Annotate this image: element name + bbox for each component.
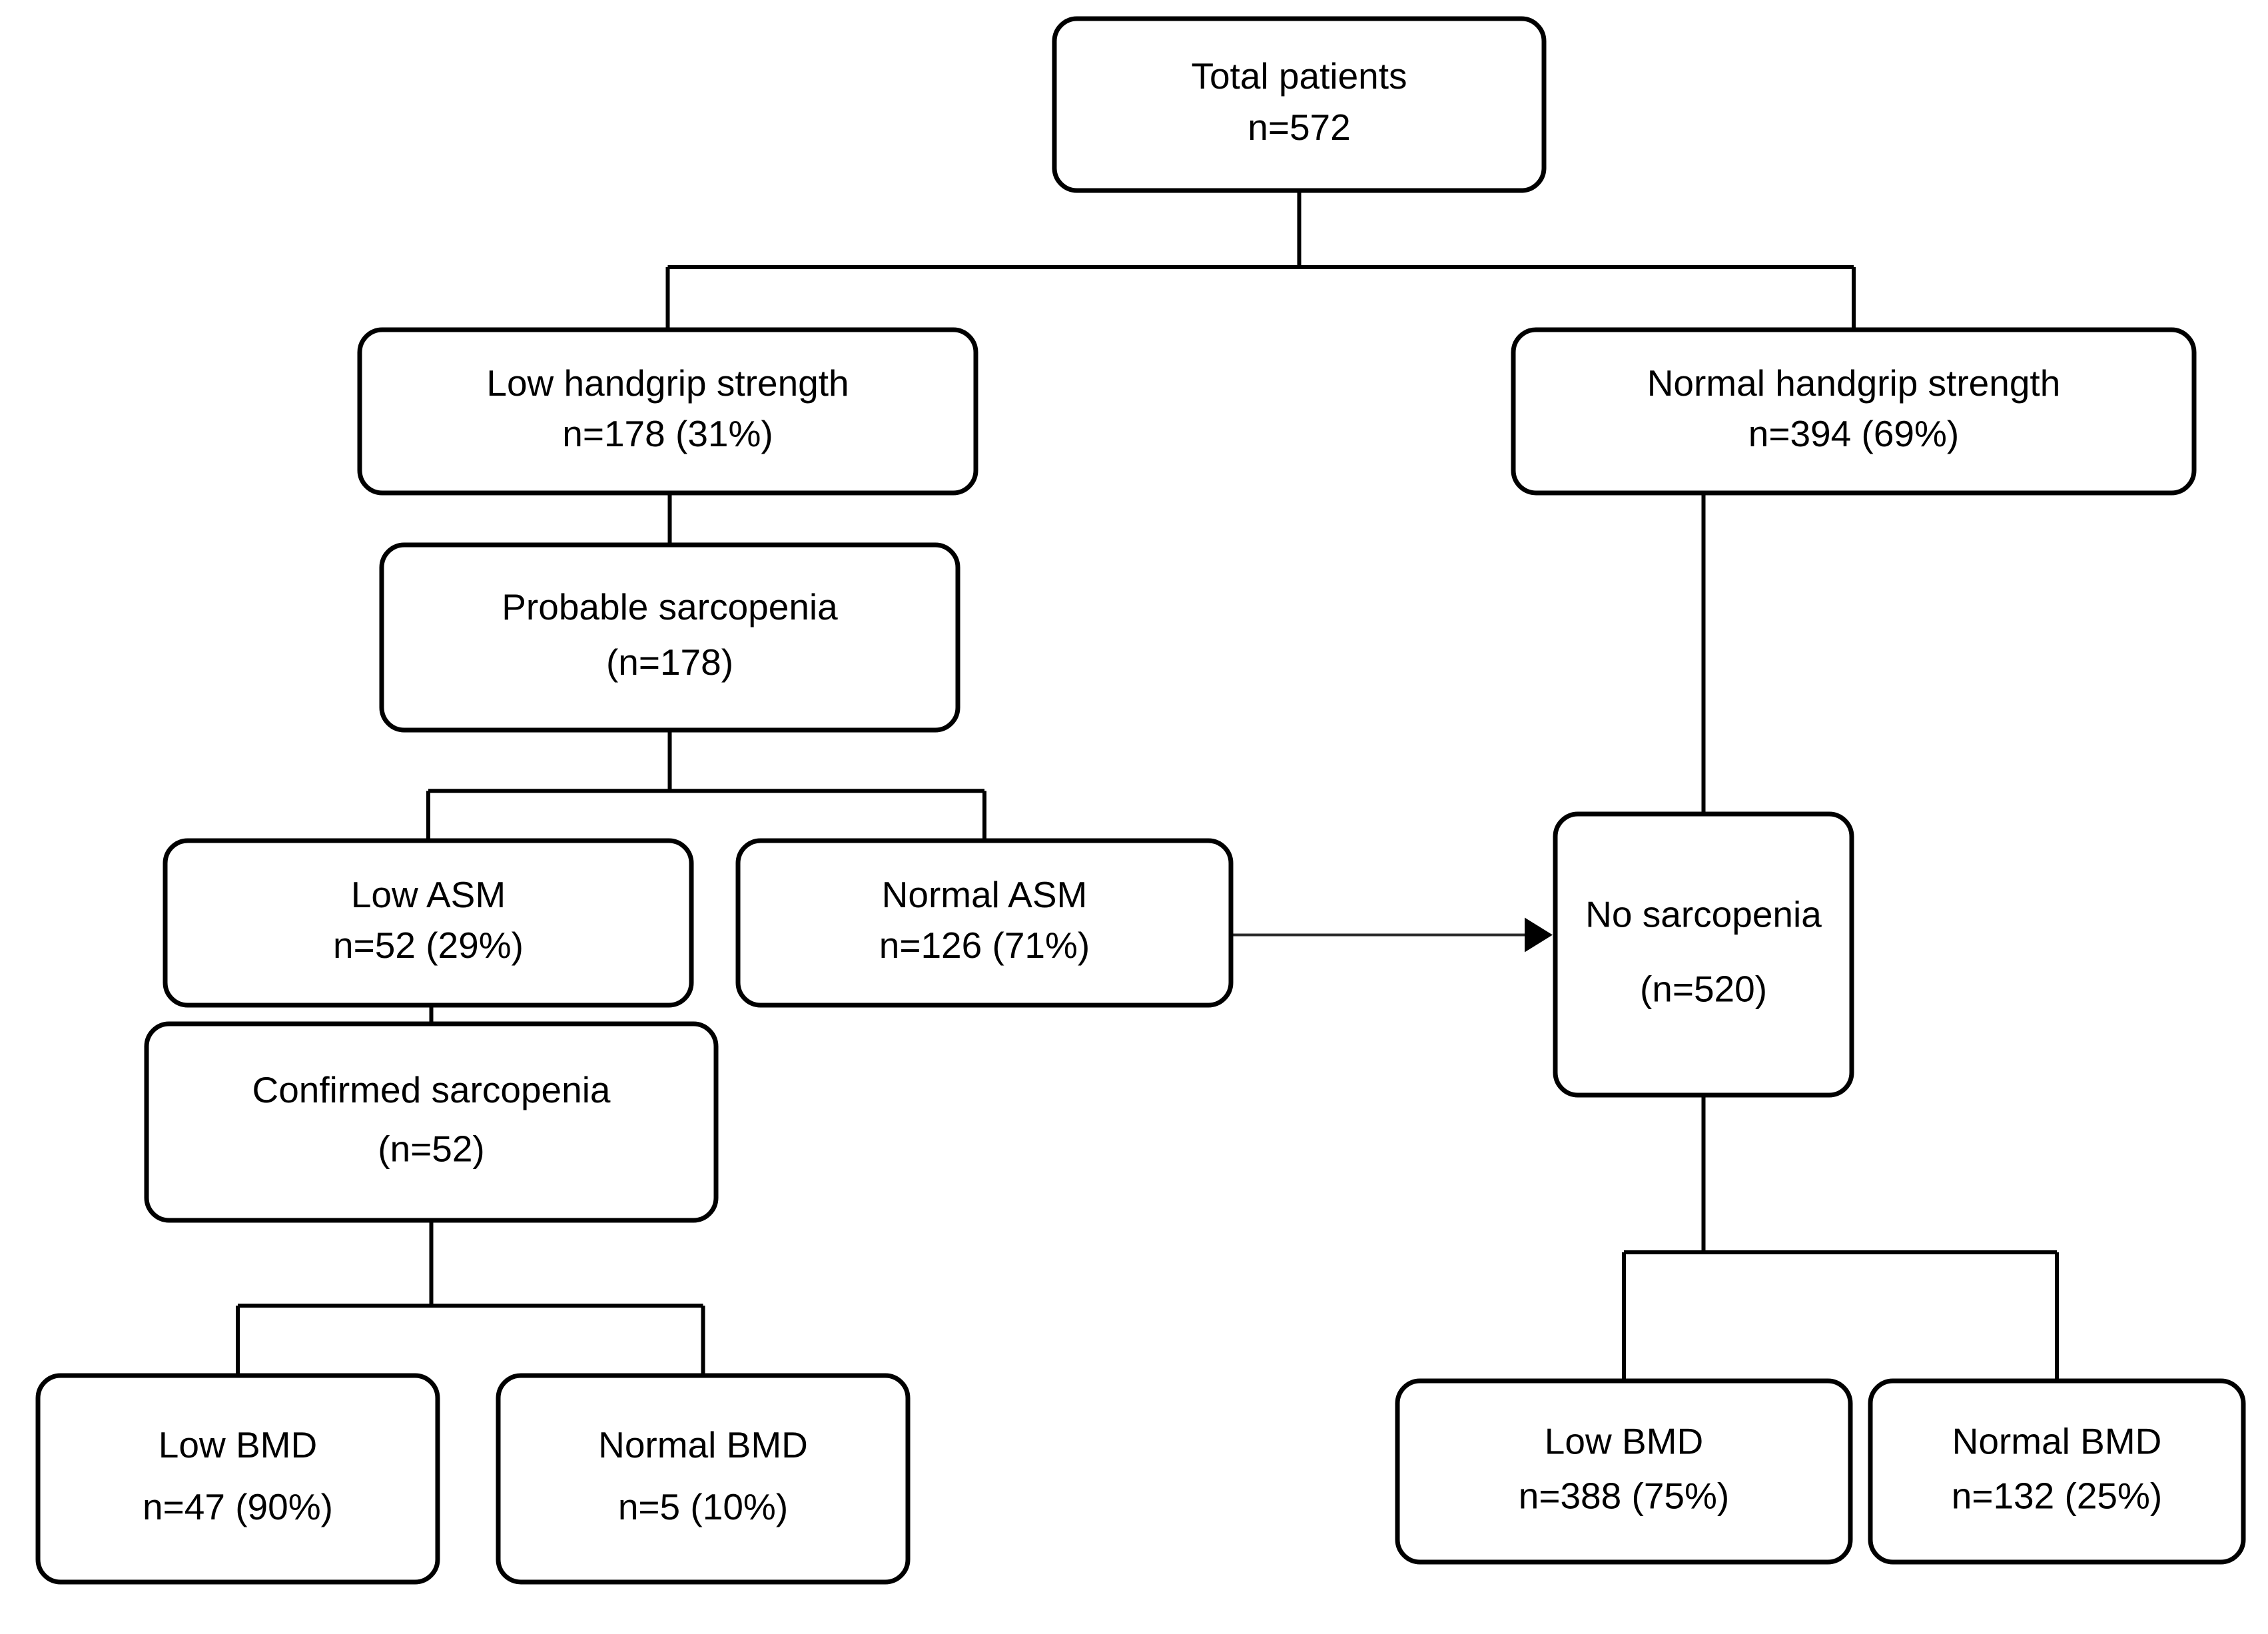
node-label-count: n=132 (25%) — [1952, 1475, 2162, 1516]
connector-total-to-handgrip-split — [665, 191, 1856, 330]
connector-confirmed-to-bmd-split — [236, 1220, 705, 1376]
node-box-confirmed-sarcopenia — [144, 1021, 719, 1223]
node-label-count: (n=52) — [378, 1128, 485, 1169]
node-box-normal-bmd-no-sarcopenia — [1868, 1378, 2246, 1565]
node-normal-asm[interactable]: Normal ASM n=126 (71%) — [735, 838, 1234, 1008]
node-label-count: n=394 (69%) — [1748, 413, 1959, 454]
connector-layer — [236, 191, 2059, 1381]
node-low-handgrip-strength[interactable]: Low handgrip strength n=178 (31%) — [357, 327, 978, 496]
node-box-normal-handgrip-strength — [1511, 327, 2197, 496]
node-label-count: (n=178) — [606, 641, 733, 683]
node-low-bmd-sarcopenia[interactable]: Low BMD n=47 (90%) — [35, 1373, 440, 1585]
node-label-primary: Confirmed sarcopenia — [252, 1069, 610, 1110]
node-label-primary: Normal BMD — [1952, 1421, 2162, 1462]
node-label-primary: Low BMD — [1545, 1421, 1703, 1462]
node-label-primary: Normal ASM — [882, 874, 1088, 915]
connector-probable-to-asm-split — [426, 730, 986, 841]
node-box-low-bmd-no-sarcopenia — [1395, 1378, 1853, 1565]
node-label-count: (n=520) — [1640, 969, 1767, 1010]
node-label-primary: Probable sarcopenia — [502, 586, 838, 627]
node-low-asm[interactable]: Low ASM n=52 (29%) — [163, 838, 694, 1008]
node-box-low-handgrip-strength — [357, 327, 978, 496]
node-label-count: n=126 (71%) — [879, 925, 1090, 966]
node-label-primary: Low handgrip strength — [486, 362, 849, 404]
node-low-bmd-no-sarcopenia[interactable]: Low BMD n=388 (75%) — [1395, 1378, 1853, 1565]
node-label-count: n=47 (90%) — [143, 1486, 333, 1527]
node-label-primary: No sarcopenia — [1585, 894, 1822, 935]
node-total-patients[interactable]: Total patients n=572 — [1052, 16, 1547, 193]
node-label-primary: Normal BMD — [598, 1424, 808, 1465]
node-normal-bmd-no-sarcopenia[interactable]: Normal BMD n=132 (25%) — [1868, 1378, 2246, 1565]
node-label-count: n=178 (31%) — [562, 413, 773, 454]
node-label-primary: Low BMD — [159, 1424, 317, 1465]
node-box-probable-sarcopenia — [379, 542, 960, 733]
node-label-count: n=5 (10%) — [618, 1486, 788, 1527]
node-label-primary: Low ASM — [351, 874, 506, 915]
node-probable-sarcopenia[interactable]: Probable sarcopenia (n=178) — [379, 542, 960, 733]
node-normal-handgrip-strength[interactable]: Normal handgrip strength n=394 (69%) — [1511, 327, 2197, 496]
node-box-total-patients — [1052, 16, 1547, 193]
node-label-primary: Total patients — [1191, 55, 1407, 97]
node-box-normal-asm — [735, 838, 1234, 1008]
node-confirmed-sarcopenia[interactable]: Confirmed sarcopenia (n=52) — [144, 1021, 719, 1223]
node-label-primary: Normal handgrip strength — [1647, 362, 2061, 404]
connector-no-sarcopenia-to-bmd-split — [1622, 1095, 2059, 1381]
node-label-count: n=572 — [1248, 107, 1350, 148]
node-label-count: n=388 (75%) — [1519, 1475, 1729, 1516]
node-box-low-asm — [163, 838, 694, 1008]
connector-normal-asm-to-no-sarcopenia — [1231, 917, 1553, 953]
node-no-sarcopenia[interactable]: No sarcopenia (n=520) — [1553, 811, 1854, 1098]
node-box-normal-bmd-sarcopenia — [496, 1373, 911, 1585]
node-box-no-sarcopenia — [1553, 811, 1854, 1098]
node-box-low-bmd-sarcopenia — [35, 1373, 440, 1585]
node-label-count: n=52 (29%) — [333, 925, 524, 966]
node-normal-bmd-sarcopenia[interactable]: Normal BMD n=5 (10%) — [496, 1373, 911, 1585]
